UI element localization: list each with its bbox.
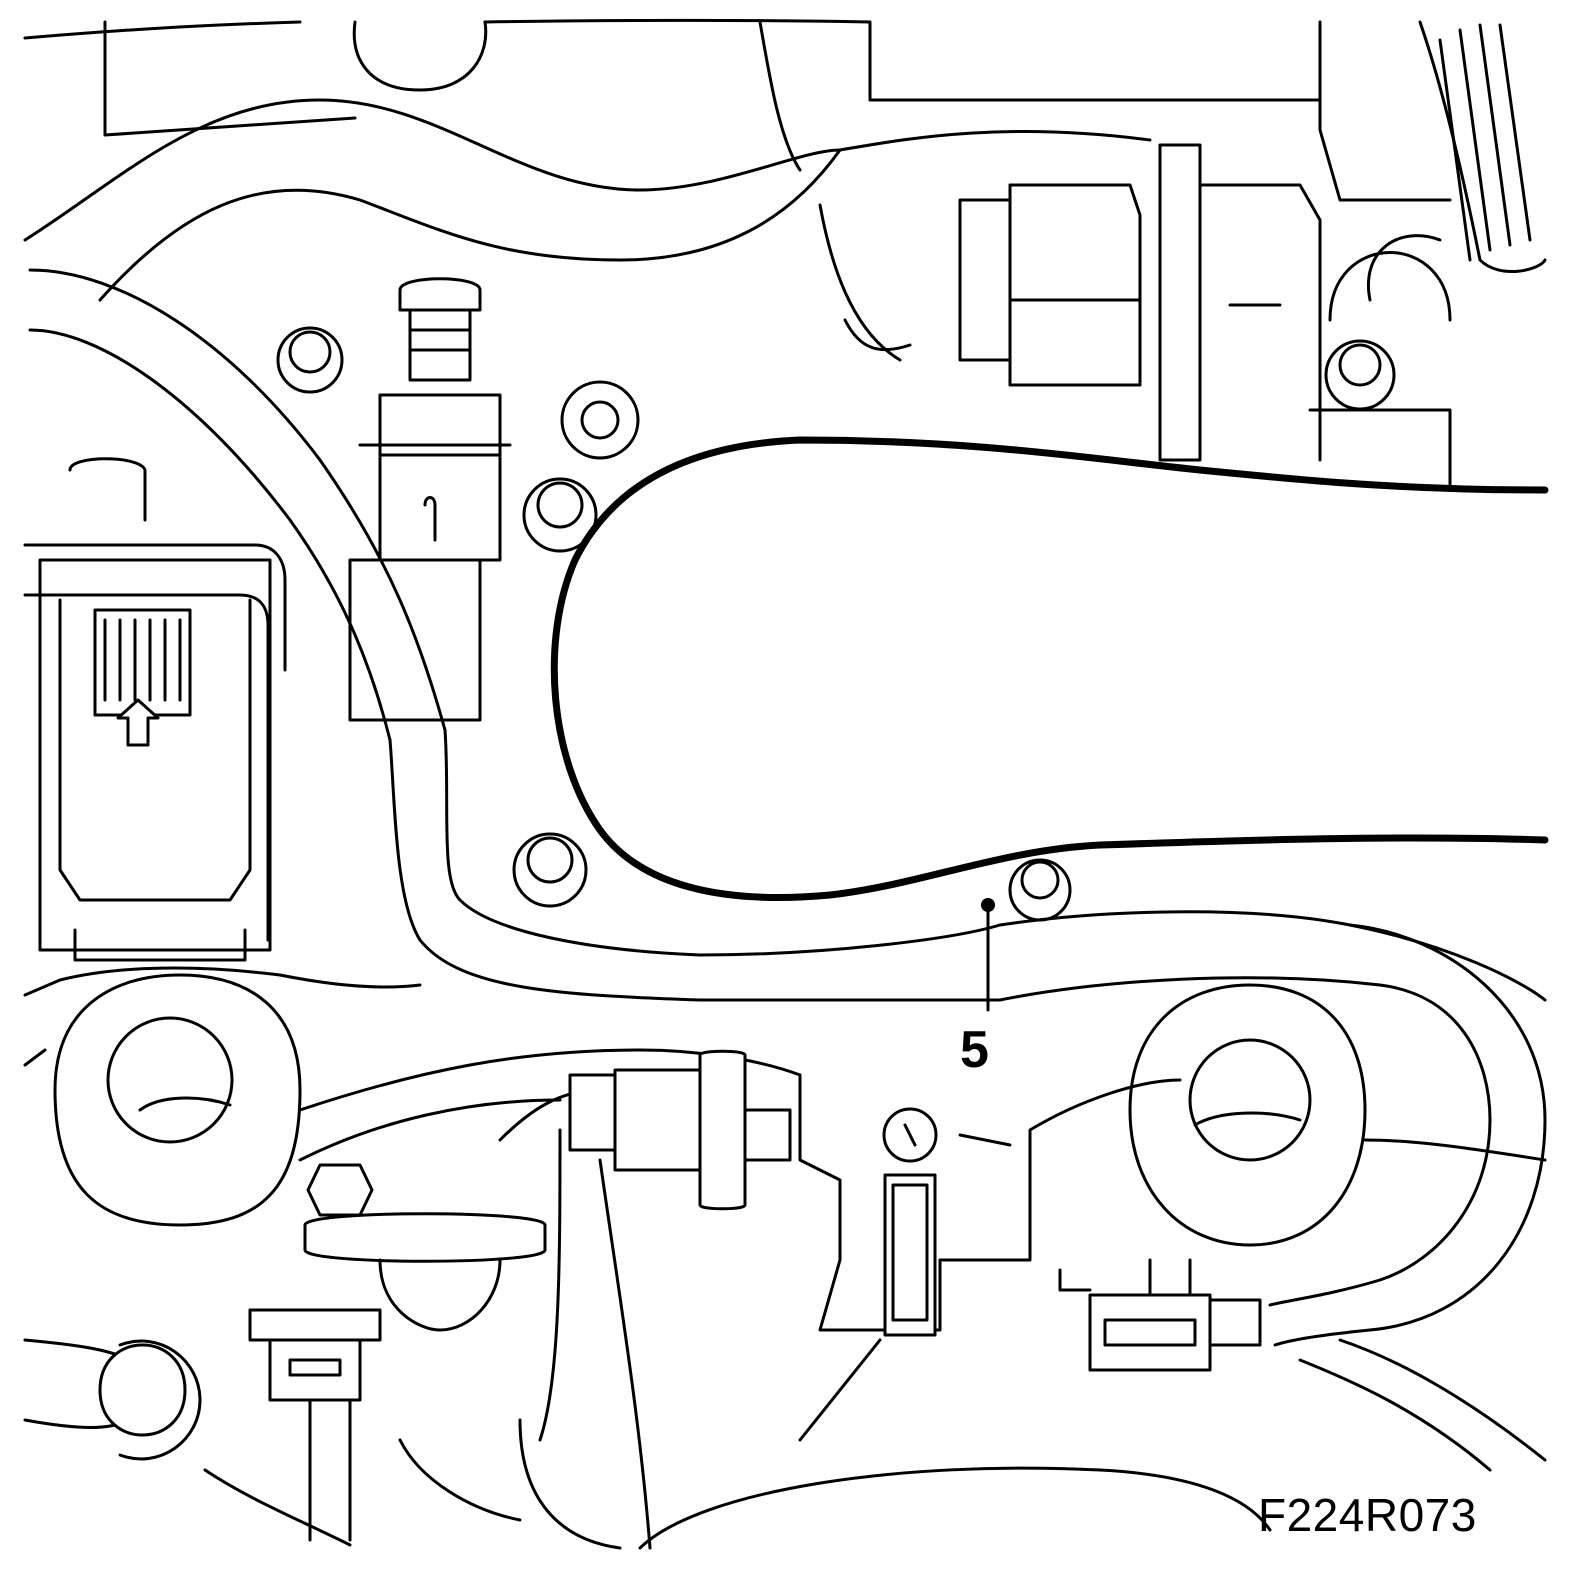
upper-hose xyxy=(23,98,1152,362)
figure-code: F224R073 xyxy=(1258,1489,1477,1541)
lower-body-outlines xyxy=(398,1128,1272,1550)
callout-label-5: 5 xyxy=(960,1021,989,1079)
right-connector xyxy=(958,143,1452,492)
callout-5-leader xyxy=(981,898,995,1012)
lower-right-clip xyxy=(1058,1258,1547,1472)
lower-left-assembly xyxy=(23,1163,547,1547)
studs xyxy=(276,326,1396,922)
manifold-flange xyxy=(23,966,1547,1332)
left-connector xyxy=(23,457,287,962)
vacuum-hose xyxy=(28,268,1547,1347)
sensor-connector-top xyxy=(348,277,512,722)
upper-engine-cover xyxy=(23,19,1547,274)
coolant-pipe xyxy=(498,1049,1012,1337)
intake-duct xyxy=(550,436,1549,901)
